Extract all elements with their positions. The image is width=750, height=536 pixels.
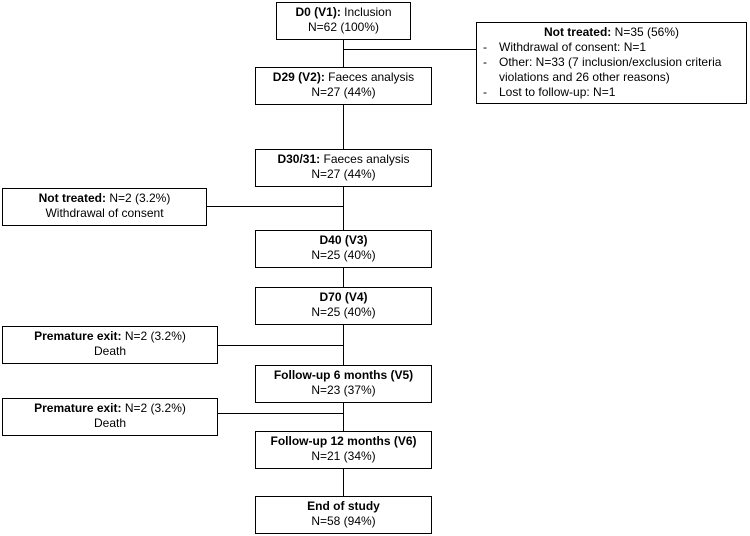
d0-count: N=62 (100%) <box>307 20 380 34</box>
connector-premature-exit-1 <box>218 345 343 346</box>
box-premature-exit-2: Premature exit: N=2 (3.2%) Death <box>2 398 218 436</box>
connector-not-treated-2 <box>207 206 343 207</box>
premature-1-label: Premature exit: <box>34 329 122 343</box>
list-item: Other: N=33 (7 inclusion/exclusion crite… <box>477 55 746 70</box>
list-item-continuation: violations and 26 other reasons) <box>499 70 670 84</box>
d0-label: D0 (V1): <box>295 5 341 19</box>
d30-count: N=27 (44%) <box>311 167 376 181</box>
d40-count: N=25 (40%) <box>311 248 376 262</box>
d40-label: D40 (V3) <box>319 233 368 247</box>
d30-text: Faeces analysis <box>320 152 410 166</box>
fu6-label: Follow-up 6 months (V5) <box>273 368 414 382</box>
flow-trunk-line <box>343 40 344 496</box>
end-label: End of study <box>307 499 380 513</box>
not-treated-2-detail: Withdrawal of consent <box>45 206 164 220</box>
not-treated-2-value: N=2 (3.2%) <box>105 191 171 205</box>
end-count: N=58 (94%) <box>311 514 376 528</box>
premature-2-label: Premature exit: <box>34 401 122 415</box>
premature-1-value: N=2 (3.2%) <box>121 329 186 343</box>
box-d40-v3: D40 (V3) N=25 (40%) <box>255 230 432 268</box>
d0-text: Inclusion <box>340 5 392 19</box>
box-not-treated-d30: Not treated: N=2 (3.2%) Withdrawal of co… <box>2 188 207 226</box>
not-treated-reasons-list: Withdrawal of consent: N=1 Other: N=33 (… <box>477 40 746 100</box>
not-treated-1-value: N=35 (56%) <box>611 25 680 39</box>
connector-not-treated-1 <box>343 49 476 50</box>
d70-label: D70 (V4) <box>319 290 368 304</box>
connector-premature-exit-2 <box>218 413 343 414</box>
list-item: Lost to follow-up: N=1 <box>477 85 746 100</box>
not-treated-1-label: Not treated: <box>543 25 612 39</box>
premature-2-detail: Death <box>93 416 127 430</box>
fu6-count: N=23 (37%) <box>311 383 376 397</box>
not-treated-2-label: Not treated: <box>38 191 106 205</box>
box-d70-v4: D70 (V4) N=25 (40%) <box>255 287 432 325</box>
box-d30-31-faeces-analysis: D30/31: Faeces analysis N=27 (44%) <box>255 149 432 187</box>
premature-1-detail: Death <box>93 344 127 358</box>
list-item: Withdrawal of consent: N=1 <box>477 40 746 55</box>
d30-label: D30/31: <box>277 152 321 166</box>
fu12-count: N=21 (34%) <box>311 449 376 463</box>
box-not-treated-initial: Not treated: N=35 (56%) Withdrawal of co… <box>476 22 747 104</box>
box-follow-up-6-months: Follow-up 6 months (V5) N=23 (37%) <box>255 365 432 403</box>
d29-label: D29 (V2): <box>272 70 325 84</box>
box-follow-up-12-months: Follow-up 12 months (V6) N=21 (34%) <box>255 431 432 469</box>
premature-2-value: N=2 (3.2%) <box>121 401 186 415</box>
d70-count: N=25 (40%) <box>311 305 376 319</box>
d29-count: N=27 (44%) <box>311 85 376 99</box>
box-end-of-study: End of study N=58 (94%) <box>255 496 432 534</box>
d29-text: Faeces analysis <box>324 70 415 84</box>
box-premature-exit-1: Premature exit: N=2 (3.2%) Death <box>2 326 218 364</box>
box-d29-faeces-analysis: D29 (V2): Faeces analysis N=27 (44%) <box>255 67 432 105</box>
fu12-label: Follow-up 12 months (V6) <box>270 434 417 448</box>
box-d0-inclusion: D0 (V1): Inclusion N=62 (100%) <box>276 2 411 40</box>
